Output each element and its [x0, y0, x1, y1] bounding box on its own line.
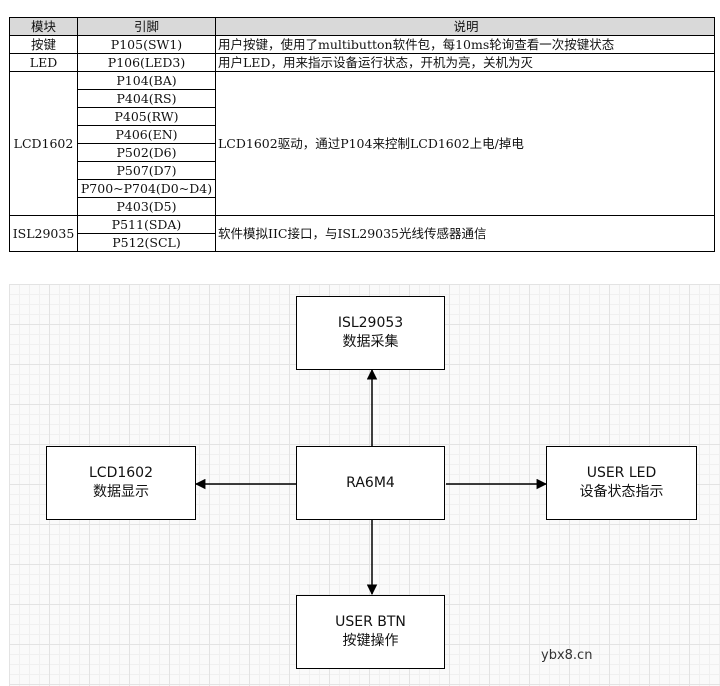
cell-desc: LCD1602驱动，通过P104来控制LCD1602上电/掉电: [215, 71, 715, 216]
node-btn-line1: USER BTN: [335, 614, 406, 630]
cell-desc: 用户LED，用来指示设备运行状态，开机为亮，关机为灭: [215, 53, 715, 72]
table-row: 按键 P105(SW1) 用户按键，使用了multibutton软件包，每10m…: [9, 35, 715, 54]
node-isl29053: ISL29053 数据采集: [296, 296, 445, 370]
cell-pin: P405(RW): [77, 107, 216, 126]
pin-table: 模块 引脚 说明 按键 P105(SW1) 用户按键，使用了multibutto…: [9, 17, 715, 252]
node-lcd-line1: LCD1602: [89, 465, 153, 481]
table-row: P700~P704(D0~D4): [10, 179, 715, 198]
cell-pin: P502(D6): [77, 143, 216, 162]
node-center-line1: RA6M4: [346, 474, 395, 491]
cell-desc: 软件模拟IIC接口，与ISL29035光线传感器通信: [215, 215, 715, 252]
node-led-line2: 设备状态指示: [579, 484, 664, 500]
cell-module: LED: [9, 53, 78, 72]
node-isl-line2: 数据采集: [342, 334, 399, 350]
node-btn-line2: 按键操作: [342, 633, 399, 649]
table-row: LCD1602 P104(BA) LCD1602驱动，通过P104来控制LCD1…: [9, 71, 715, 216]
header-desc: 说明: [215, 17, 715, 36]
cell-pin: P507(D7): [77, 161, 216, 180]
node-isl-line1: ISL29053: [337, 315, 404, 331]
node-led-line1: USER LED: [586, 465, 657, 481]
cell-pin: P511(SDA): [77, 215, 216, 234]
table-row: LED P106(LED3) 用户LED，用来指示设备运行状态，开机为亮，关机为…: [9, 53, 715, 72]
cell-desc: 用户按键，使用了multibutton软件包，每10ms轮询查看一次按键状态: [215, 35, 715, 54]
cell-pin: P106(LED3): [77, 53, 216, 72]
cell-pin: P104(BA): [77, 71, 216, 90]
cell-pin: P512(SCL): [77, 233, 216, 252]
cell-pin: P404(RS): [77, 89, 216, 108]
cell-pin: P403(D5): [77, 197, 216, 216]
table-row: ISL29035 P511(SDA) 软件模拟IIC接口，与ISL29035光线…: [9, 215, 715, 252]
table-row: P507(D7): [10, 161, 715, 180]
node-user-led: USER LED 设备状态指示: [546, 446, 697, 520]
node-user-btn: USER BTN 按键操作: [296, 595, 445, 669]
header-module: 模块: [9, 17, 78, 36]
cell-module: LCD1602: [9, 71, 78, 216]
node-lcd-line2: 数据显示: [93, 484, 149, 500]
header-pin: 引脚: [77, 17, 216, 36]
watermark: ybx8.cn: [541, 648, 593, 663]
cell-pin: P406(EN): [77, 125, 216, 144]
cell-module: 按键: [9, 35, 78, 54]
table-row: P512(SCL): [10, 233, 715, 252]
node-lcd1602: LCD1602 数据显示: [46, 446, 196, 520]
table-header-row: 模块 引脚 说明: [9, 17, 715, 36]
node-ra6m4: RA6M4: [296, 446, 445, 520]
cell-pin: P105(SW1): [77, 35, 216, 54]
block-diagram: ISL29053 数据采集 RA6M4 LCD1602 数据显示 USER LE…: [9, 284, 720, 686]
diagram-edges: [194, 368, 548, 596]
cell-module: ISL29035: [9, 215, 78, 252]
cell-pin: P700~P704(D0~D4): [77, 179, 216, 198]
